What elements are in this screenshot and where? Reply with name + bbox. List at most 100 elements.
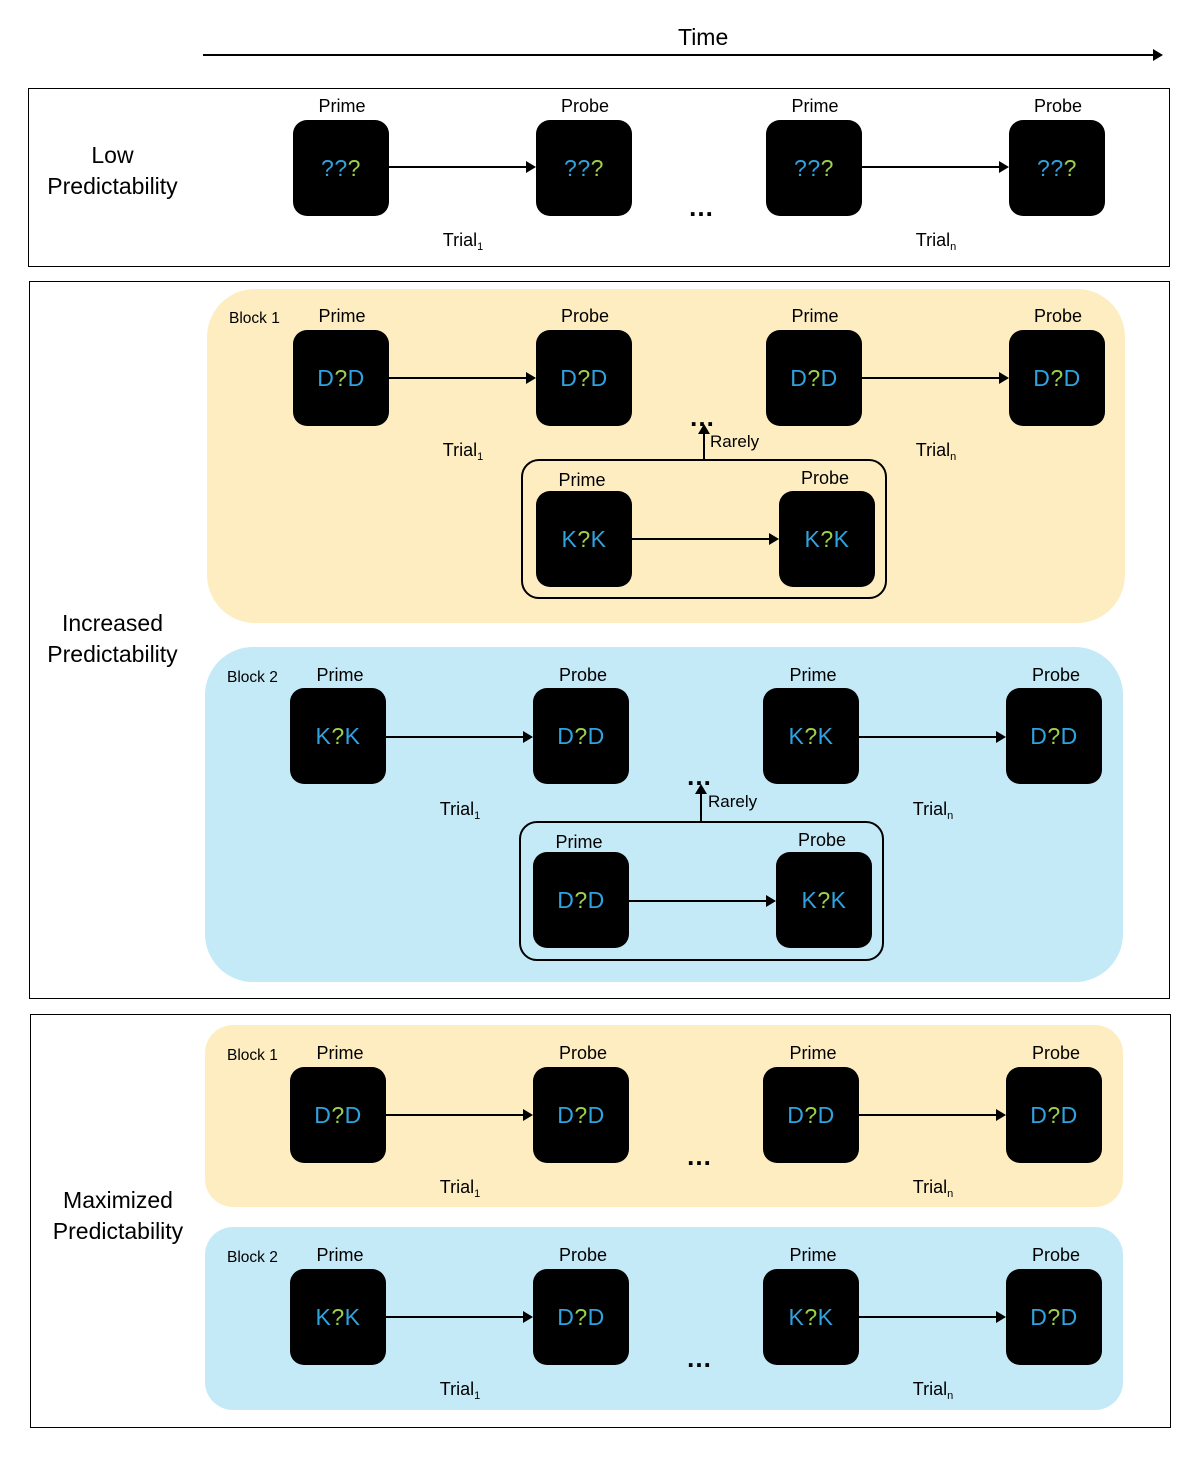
trial-first-label: Trial1 xyxy=(410,799,510,822)
stimulus-flanker: D xyxy=(1060,1303,1078,1330)
trial-first-label: Trial1 xyxy=(413,440,513,463)
prime-to-probe-arrow xyxy=(632,533,779,545)
prime-stimulus: D?D xyxy=(763,1067,859,1163)
trial-subscript: n xyxy=(947,1390,954,1402)
maximized-predictability-label: Maximized Predictability xyxy=(33,1185,203,1247)
trial-first-label: Trial1 xyxy=(410,1177,510,1200)
trial-first-label: Trial1 xyxy=(413,230,513,253)
probe-stimulus: D?D xyxy=(533,1067,629,1163)
stimulus-target: ? xyxy=(331,722,345,749)
stimulus-flanker: K xyxy=(788,722,805,749)
prime-label: Prime xyxy=(316,1043,364,1063)
stimulus-target: ? xyxy=(1047,1101,1061,1128)
probe-label: Probe xyxy=(1031,1245,1081,1265)
stimulus-flanker: D xyxy=(557,1101,575,1128)
stimulus-flanker: D xyxy=(560,364,578,391)
stimulus-flanker: D xyxy=(587,722,605,749)
trial-text: Trial xyxy=(439,1379,475,1399)
prime-label: Prime xyxy=(789,1043,837,1063)
stimulus-flanker: D xyxy=(587,886,605,913)
trial-subscript: 1 xyxy=(474,1188,481,1200)
prime-stimulus: K?K xyxy=(290,688,386,784)
rare-trial-inset xyxy=(521,459,887,599)
stimulus-flanker: K xyxy=(830,886,847,913)
trial-subscript: n xyxy=(947,810,954,822)
probe-label: Probe xyxy=(800,468,850,488)
trial-last-label: Trialn xyxy=(886,230,986,253)
ellipsis: … xyxy=(686,761,713,791)
block1-label: Block 1 xyxy=(227,1047,278,1064)
stimulus-flanker: K xyxy=(817,1303,834,1330)
stimulus-flanker: K xyxy=(561,525,578,552)
stimulus-flanker: D xyxy=(1060,1101,1078,1128)
prime-to-probe-arrow xyxy=(386,731,533,743)
probe-stimulus: K?K xyxy=(779,491,875,587)
stimulus-text: ?? xyxy=(321,154,348,181)
time-arrow xyxy=(203,49,1163,61)
low-predictability-label: Low Predictability xyxy=(30,140,195,202)
stimulus-text: ?? xyxy=(1037,154,1064,181)
probe-stimulus: ??? xyxy=(1009,120,1105,216)
stimulus-text: ?? xyxy=(794,154,821,181)
stimulus-flanker: D xyxy=(790,364,808,391)
ellipsis: … xyxy=(688,192,715,222)
rare-trial-inset xyxy=(519,821,884,961)
trial-last-label: Trialn xyxy=(886,440,986,463)
prime-stimulus: D?D xyxy=(533,852,629,948)
row-label-line1: Low xyxy=(91,142,134,168)
stimulus-flanker: D xyxy=(1063,364,1081,391)
stimulus-flanker: K xyxy=(788,1303,805,1330)
time-label: Time xyxy=(678,24,729,50)
probe-label: Probe xyxy=(558,1043,608,1063)
prime-label: Prime xyxy=(789,1245,837,1265)
stimulus-text: ?? xyxy=(564,154,591,181)
stimulus-flanker: D xyxy=(557,722,575,749)
stimulus-target: ? xyxy=(820,525,834,552)
prime-to-probe-arrow xyxy=(386,1109,533,1121)
stimulus-flanker: D xyxy=(317,364,335,391)
stimulus-flanker: K xyxy=(801,886,818,913)
stimulus-flanker: K xyxy=(344,722,361,749)
stimulus-flanker: D xyxy=(587,1101,605,1128)
trial-text: Trial xyxy=(915,230,951,250)
stimulus-target: ? xyxy=(804,1101,818,1128)
probe-stimulus: D?D xyxy=(1006,1067,1102,1163)
stimulus-flanker: D xyxy=(314,1101,332,1128)
trial-text: Trial xyxy=(439,799,475,819)
stimulus-flanker: D xyxy=(590,364,608,391)
probe-label: Probe xyxy=(560,306,610,326)
prime-to-probe-arrow xyxy=(389,161,536,173)
prime-stimulus: D?D xyxy=(290,1067,386,1163)
rarely-arrow xyxy=(695,784,707,821)
prime-to-probe-arrow xyxy=(389,372,536,384)
stimulus-text: ? xyxy=(820,154,834,181)
row-label-line1: Maximized xyxy=(63,1187,173,1213)
trial-subscript: n xyxy=(950,241,957,253)
trial-last-label: Trialn xyxy=(883,1177,983,1200)
ellipsis: … xyxy=(686,1343,713,1373)
stimulus-target: ? xyxy=(331,1101,345,1128)
stimulus-target: ? xyxy=(331,1303,345,1330)
probe-stimulus: K?K xyxy=(776,852,872,948)
trial-text: Trial xyxy=(442,230,478,250)
probe-stimulus: D?D xyxy=(533,688,629,784)
probe-label: Probe xyxy=(1033,96,1083,116)
prime-to-probe-arrow xyxy=(859,1311,1006,1323)
probe-label: Probe xyxy=(1031,665,1081,685)
stimulus-flanker: K xyxy=(804,525,821,552)
prime-label: Prime xyxy=(318,96,366,116)
stimulus-flanker: K xyxy=(315,722,332,749)
stimulus-target: ? xyxy=(807,364,821,391)
stimulus-target: ? xyxy=(1047,1303,1061,1330)
trial-subscript: n xyxy=(947,1188,954,1200)
prime-label: Prime xyxy=(789,665,837,685)
trial-text: Trial xyxy=(912,1379,948,1399)
stimulus-target: ? xyxy=(804,722,818,749)
stimulus-flanker: D xyxy=(820,364,838,391)
ellipsis: … xyxy=(686,1141,713,1171)
ellipsis: … xyxy=(689,402,716,432)
probe-label: Probe xyxy=(1033,306,1083,326)
trial-subscript: n xyxy=(950,451,957,463)
prime-stimulus: K?K xyxy=(763,688,859,784)
probe-stimulus: D?D xyxy=(536,330,632,426)
